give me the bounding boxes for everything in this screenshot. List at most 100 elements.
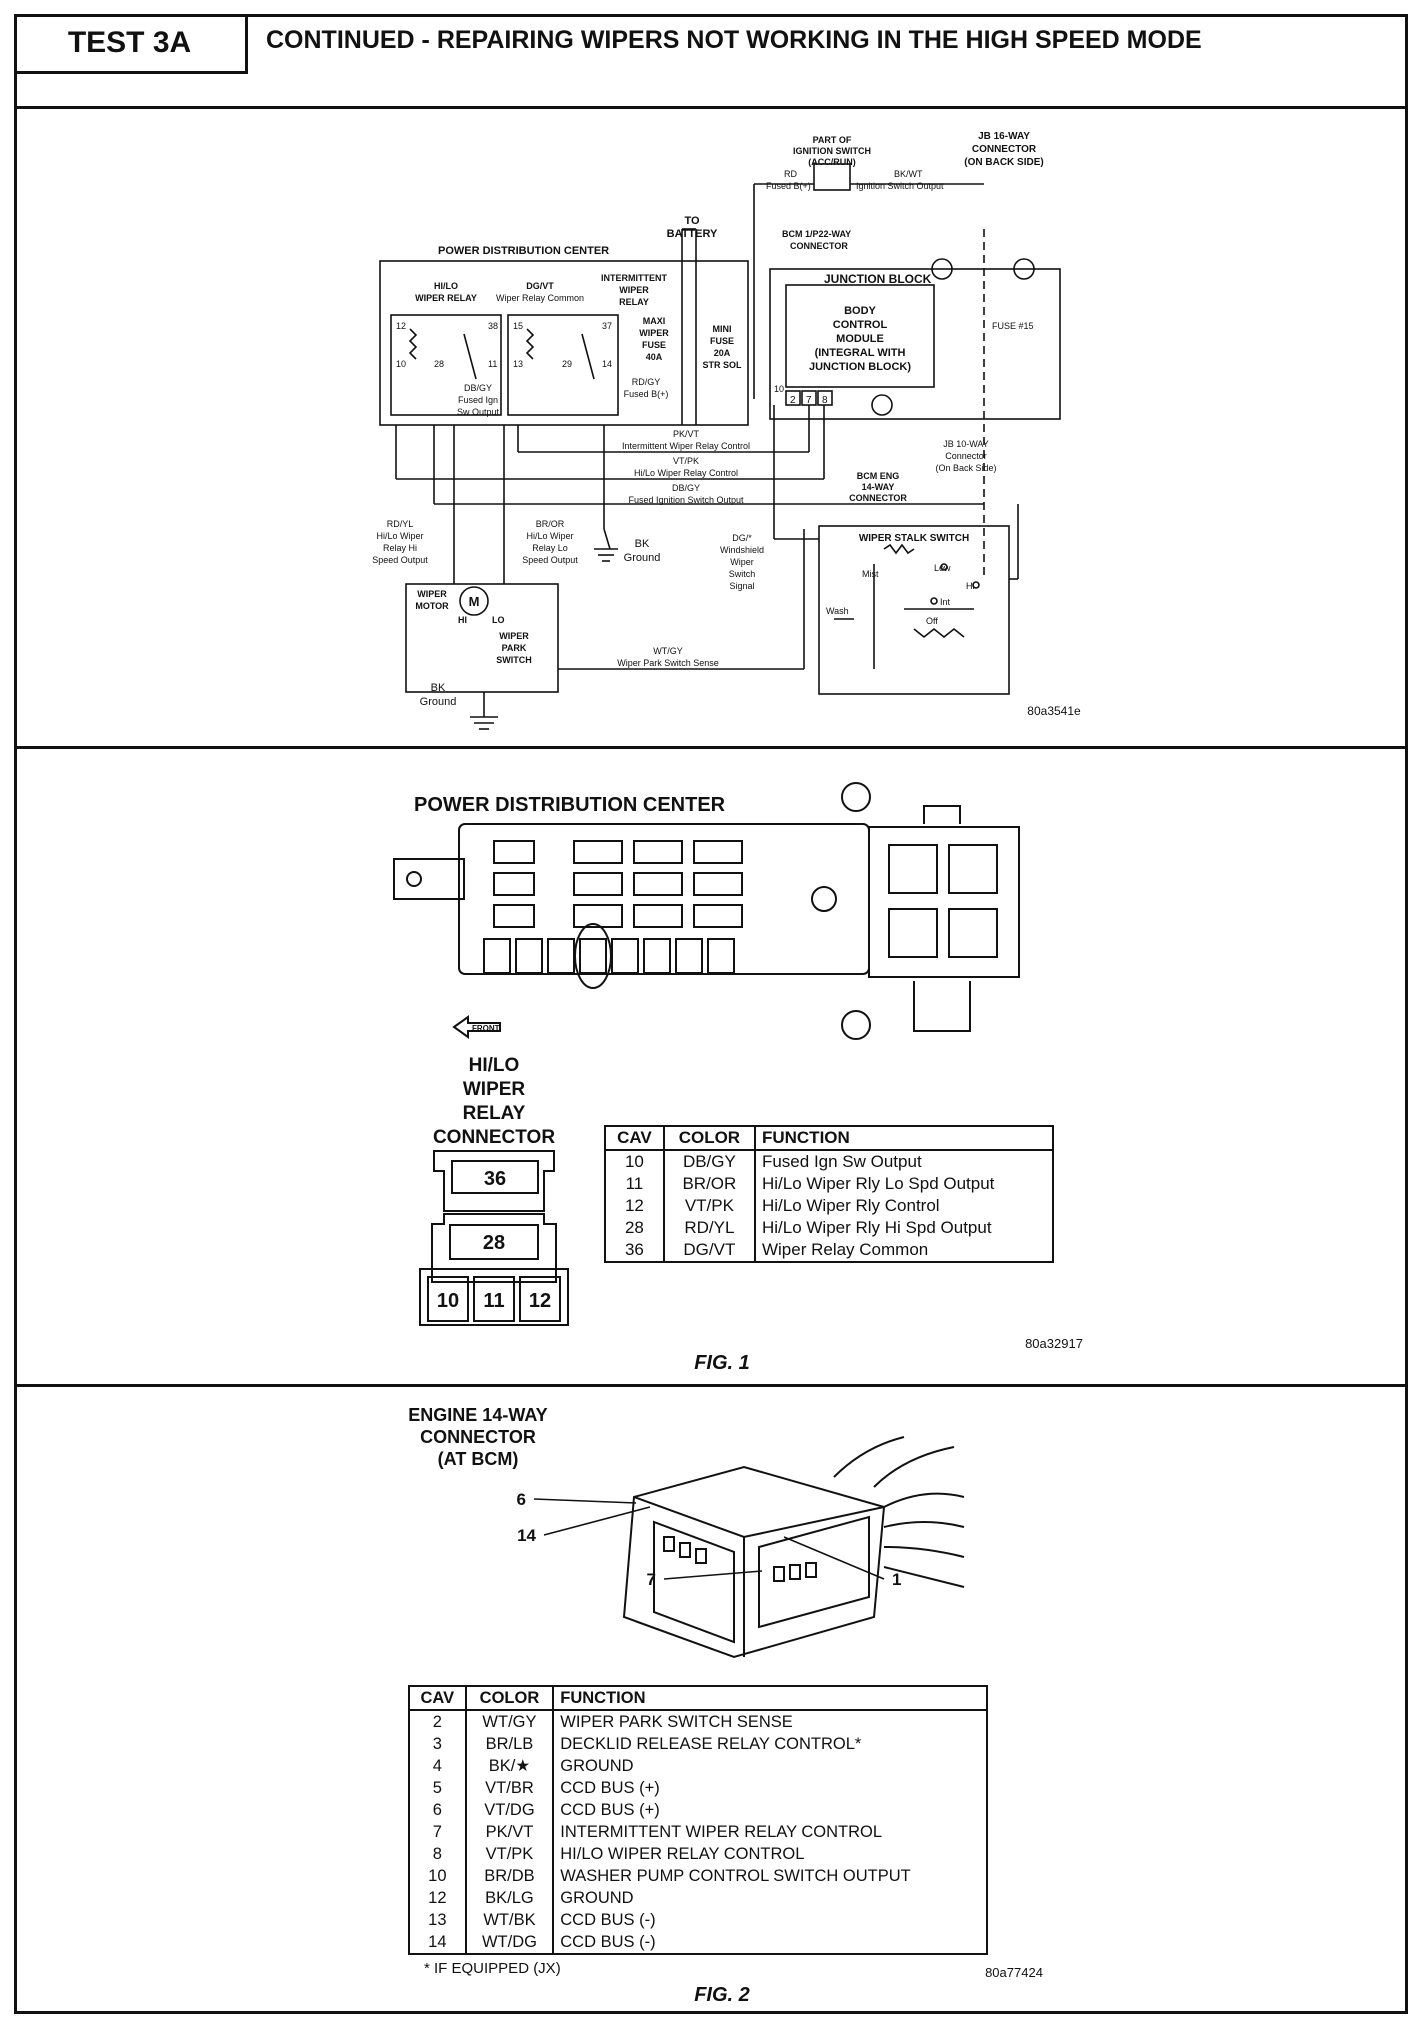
stalk-mist: Mist xyxy=(862,569,879,579)
color-cell: WT/GY xyxy=(464,1710,554,1733)
callout-7: 7 xyxy=(647,1570,656,1589)
color-cell: DG/VT xyxy=(662,1239,755,1262)
dbgy2-1: DB/GY xyxy=(672,483,700,493)
color-cell: WT/DG xyxy=(464,1931,554,1954)
bror-4: Speed Output xyxy=(522,555,578,565)
ign-switch-2: IGNITION SWITCH xyxy=(793,146,871,156)
pin-15: 15 xyxy=(513,321,523,331)
color-cell: WT/BK xyxy=(464,1909,554,1931)
col-cav: CAV xyxy=(409,1686,466,1711)
stalk-wash: Wash xyxy=(826,606,849,616)
rd-2: Fused B(+) xyxy=(766,181,811,191)
cav-12: 12 xyxy=(529,1290,551,1312)
function-cell: CCD BUS (+) xyxy=(552,1777,987,1799)
wiper-motor-1: WIPER xyxy=(417,589,447,599)
callout-14: 14 xyxy=(517,1526,536,1545)
bcm-pin-8: 8 xyxy=(822,395,828,406)
bcm-3: MODULE xyxy=(836,333,884,345)
pin-10: 10 xyxy=(396,359,406,369)
junction-block-label: JUNCTION BLOCK xyxy=(824,272,932,286)
pin-28: 28 xyxy=(434,359,444,369)
rdyl-2: Hi/Lo Wiper xyxy=(376,531,423,541)
pkvt-1: PK/VT xyxy=(673,429,700,439)
cav-cell: 8 xyxy=(432,1845,442,1863)
color-cell: DB/GY xyxy=(662,1150,755,1173)
schematic-section: POWER DISTRIBUTION CENTER TO BATTERY HI/… xyxy=(14,109,1408,749)
park-switch-2: PARK xyxy=(502,643,527,653)
dbgy2-2: Fused Ignition Switch Output xyxy=(628,495,744,505)
bcm-eng-3: CONNECTOR xyxy=(849,493,907,503)
cav-cell: 12 xyxy=(624,1196,644,1215)
callout-1: 1 xyxy=(892,1570,901,1589)
bk-ground-2: Ground xyxy=(624,552,661,564)
pin-14: 14 xyxy=(602,359,612,369)
cav-cell: 10 xyxy=(624,1152,644,1171)
bk-ground2-2: Ground xyxy=(420,696,457,708)
stalk-low: Low xyxy=(934,563,951,573)
function-cell: GROUND xyxy=(552,1887,987,1909)
dgstar-2: Windshield xyxy=(720,545,764,555)
function-cell: Hi/Lo Wiper Rly Hi Spd Output xyxy=(753,1217,1053,1239)
cav-36: 36 xyxy=(484,1168,506,1190)
bror-3: Relay Lo xyxy=(532,543,568,553)
rdyl-4: Speed Output xyxy=(372,555,428,565)
jb10-2: Connector xyxy=(945,451,987,461)
cav-cell: 12 xyxy=(428,1889,447,1907)
col-cav: CAV xyxy=(605,1126,664,1151)
function-cell: WIPER PARK SWITCH SENSE xyxy=(552,1710,987,1733)
pin-38: 38 xyxy=(488,321,498,331)
jb16-1: JB 16-WAY xyxy=(978,131,1030,142)
col-function: FUNCTION xyxy=(552,1686,987,1711)
rdyl-3: Relay Hi xyxy=(383,543,417,553)
dbgy-3: Sw Output xyxy=(457,407,500,417)
bcm-4: (INTEGRAL WITH xyxy=(815,347,906,359)
bcm-pin-7: 7 xyxy=(806,395,812,406)
wiper-stalk-label: WIPER STALK SWITCH xyxy=(859,533,969,544)
fig2-section: ENGINE 14-WAY CONNECTOR (AT BCM) 6 14 7 … xyxy=(14,1387,1408,2014)
vtpk-1: VT/PK xyxy=(673,456,699,466)
color-cell: VT/BR xyxy=(464,1777,554,1799)
dbgy-2: Fused Ign xyxy=(458,395,498,405)
motor-symbol: M xyxy=(469,594,480,609)
schematic-ref: 80a3541e xyxy=(1027,704,1081,718)
bcm-pin-10: 10 xyxy=(774,384,784,394)
table-header-row: CAV COLOR FUNCTION xyxy=(605,1126,1053,1151)
dgvt-1: DG/VT xyxy=(526,281,554,291)
fuse-15: FUSE #15 xyxy=(992,321,1034,331)
cav-cell: 2 xyxy=(432,1713,442,1731)
wtgy-2: Wiper Park Switch Sense xyxy=(617,658,719,668)
col-function: FUNCTION xyxy=(753,1126,1053,1151)
conn-title-1: HI/LO xyxy=(469,1055,520,1076)
function-cell: CCD BUS (-) xyxy=(552,1909,987,1931)
dgstar-1: DG/* xyxy=(732,533,752,543)
motor-hi: HI xyxy=(458,615,467,625)
conn-title-2: WIPER xyxy=(463,1079,526,1100)
cav-11: 11 xyxy=(483,1290,504,1312)
dgstar-4: Switch xyxy=(729,569,756,579)
pdc-title: POWER DISTRIBUTION CENTER xyxy=(414,794,726,816)
fig2-ref: 80a77424 xyxy=(985,1965,1043,1980)
conn-title-3: RELAY xyxy=(463,1103,526,1124)
col-color: COLOR xyxy=(464,1686,554,1711)
fig2-caption: FIG. 2 xyxy=(694,1984,750,2006)
color-cell: VT/PK xyxy=(464,1843,554,1865)
mini-fuse-3: 20A xyxy=(714,348,731,358)
maxi-fuse-3: FUSE xyxy=(642,340,666,350)
wiring-schematic: POWER DISTRIBUTION CENTER TO BATTERY HI/… xyxy=(372,131,1081,730)
stalk-int: Int xyxy=(940,597,951,607)
pin-11: 11 xyxy=(488,359,497,369)
pin-12: 12 xyxy=(396,321,406,331)
int-relay-1: INTERMITTENT xyxy=(601,273,667,283)
cav-cell: 6 xyxy=(432,1801,442,1819)
color-cell: BR/DB xyxy=(464,1865,554,1887)
bcm-eng-1: BCM ENG xyxy=(857,471,900,481)
ign-switch-3: (ACC/RUN) xyxy=(808,157,856,167)
